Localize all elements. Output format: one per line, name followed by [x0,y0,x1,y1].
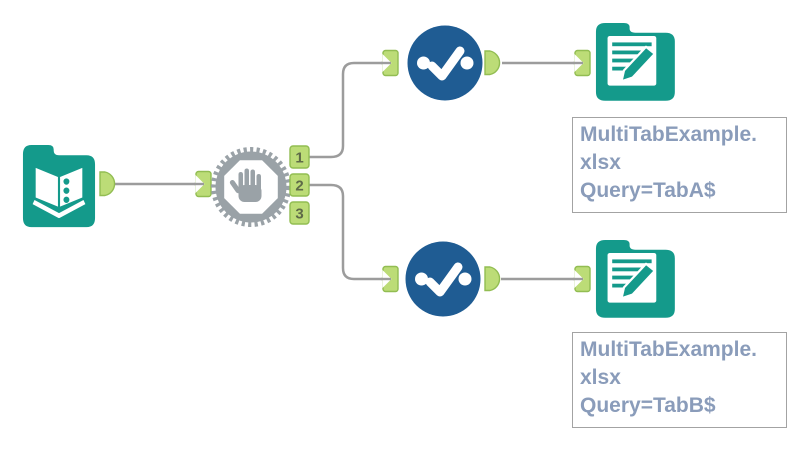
wire-block1-to-select-top[interactable] [309,61,392,159]
anchor-3-label: 3 [295,206,303,223]
select-top-input-anchor[interactable] [379,49,400,77]
annotation-line: xlsx [580,151,621,174]
stop-hand-gear-icon [211,147,291,227]
block-until-done-tool[interactable]: 1 2 3 [192,145,310,227]
annotation-line: MultiTabExample. [580,338,757,361]
checkmark-circle-icon [408,26,483,101]
anchor-1-label: 1 [295,150,303,167]
annotation-output-tabb[interactable]: MultiTabExample. xlsx Query=TabB$ [572,332,787,428]
open-book-icon [22,145,96,228]
select-bottom-input-anchor[interactable] [379,265,400,293]
annotation-line: xlsx [580,366,621,389]
output-data-tool-top[interactable] [571,23,675,101]
select-tool-top[interactable] [379,26,501,101]
output-bottom-input-anchor[interactable] [571,265,592,293]
output-data-tool-bottom[interactable] [571,240,675,318]
document-pencil-icon [596,23,675,101]
select-top-output-anchor[interactable] [484,50,501,76]
output-top-input-anchor[interactable] [571,49,592,77]
input-data-output-anchor[interactable] [99,171,116,197]
wire-block2-to-select-bottom[interactable] [309,183,392,281]
block-output-anchor-3[interactable]: 3 [289,201,310,225]
annotation-line: Query=TabB$ [580,394,716,417]
anchor-2-label: 2 [295,178,303,195]
input-data-tool[interactable] [22,145,116,228]
select-tool-bottom[interactable] [379,242,501,317]
annotation-line: MultiTabExample. [580,123,757,146]
checkmark-circle-icon [406,242,481,317]
stop-hand [229,168,262,202]
block-output-anchor-1[interactable]: 1 [289,145,310,169]
annotation-output-taba[interactable]: MultiTabExample. xlsx Query=TabA$ [572,117,787,213]
block-output-anchor-2[interactable]: 2 [289,173,310,197]
select-bottom-output-anchor[interactable] [484,266,501,292]
block-input-anchor[interactable] [192,170,213,198]
document-pencil-icon [596,240,675,318]
annotation-line: Query=TabA$ [580,179,716,202]
